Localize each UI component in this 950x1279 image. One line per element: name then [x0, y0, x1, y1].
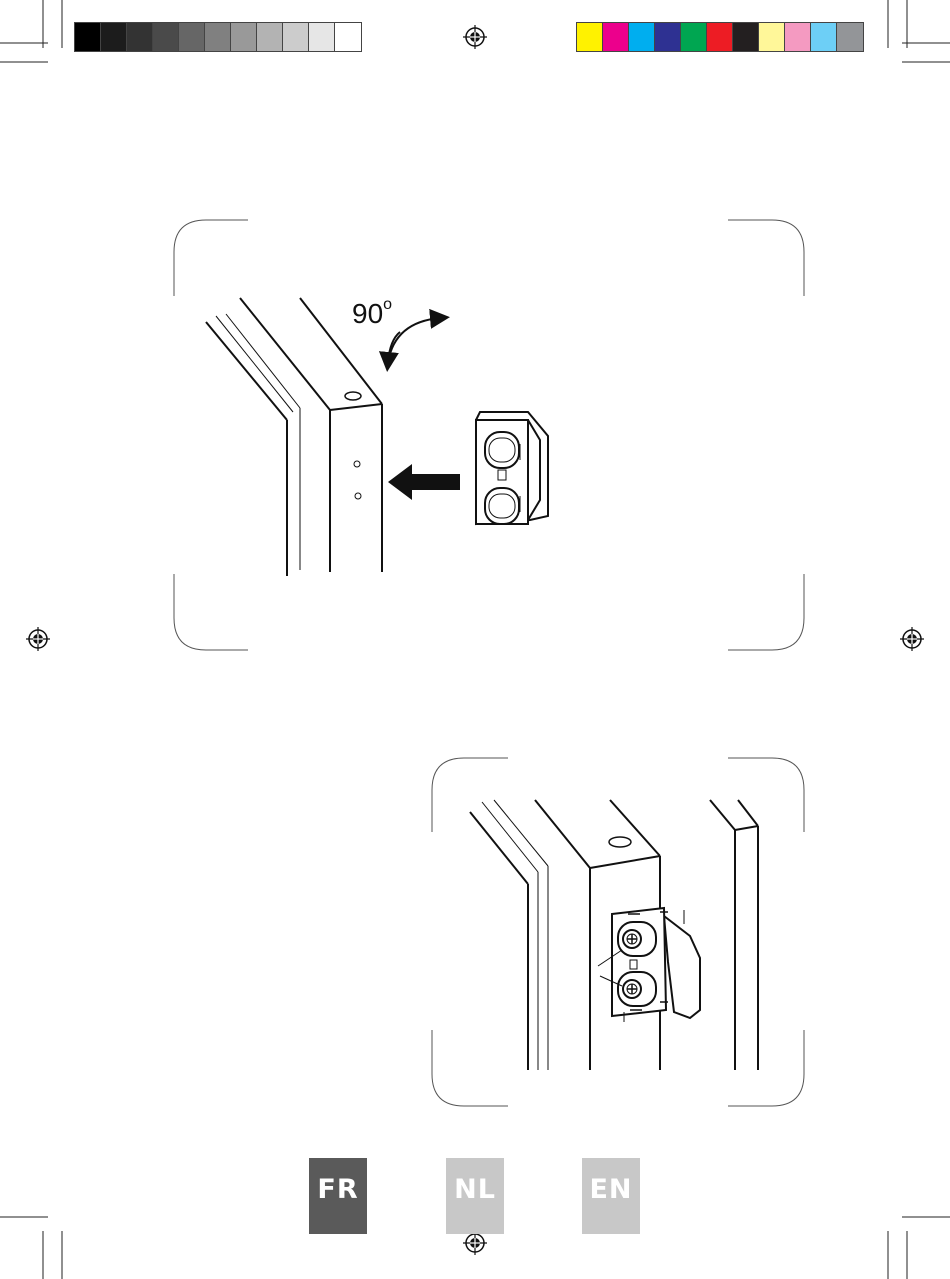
language-tab-en[interactable]: EN	[582, 1158, 640, 1234]
language-tab-label: FR	[317, 1174, 358, 1205]
language-tab-label: NL	[454, 1174, 496, 1205]
hinge-bracket-2	[598, 908, 700, 1022]
rotation-angle-label: 90o	[352, 298, 392, 330]
registration-mark-top	[463, 25, 487, 49]
registration-mark-bottom	[463, 1231, 487, 1255]
registration-mark-right	[900, 627, 924, 651]
rotation-arrow-icon	[388, 318, 440, 362]
language-tab-fr[interactable]: FR	[309, 1158, 367, 1234]
door-illustration-1	[206, 298, 382, 576]
hinge-bracket-1	[476, 412, 548, 524]
registration-mark-left	[26, 627, 50, 651]
language-tab-nl[interactable]: NL	[446, 1158, 504, 1234]
language-tab-label: EN	[589, 1174, 632, 1205]
insert-arrow-icon	[388, 464, 460, 500]
